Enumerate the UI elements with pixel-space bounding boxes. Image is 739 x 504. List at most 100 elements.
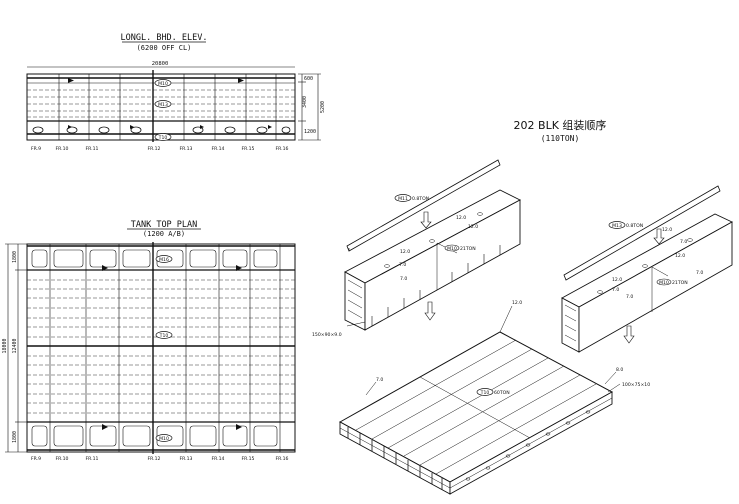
right-unit-weight: 0.8TON [626, 223, 643, 229]
svg-text:FR.9: FR.9 [31, 146, 41, 152]
svg-text:FR.16: FR.16 [276, 146, 289, 152]
plan-frame-lines [49, 244, 281, 452]
plan-outline [26, 243, 296, 453]
plan-dim-1800-top: 1800 [12, 251, 18, 263]
plan-dim-12400: 12400 [12, 338, 18, 353]
plan-frame-labels: FR.9 FR.10 FR.11 FR.12 FR.13 FR.14 FR.15… [31, 456, 289, 462]
elevation-title: LONGL. BHD. ELEV. [121, 33, 208, 43]
left-loose-girder [346, 159, 501, 252]
plan-bay-cutouts [31, 249, 278, 447]
bottom-panel-deck [338, 331, 614, 483]
plan-subtitle: (1200 A/B) [143, 230, 185, 238]
left-unit-weight2: 21TON [460, 246, 476, 252]
bottom-panel-weight: 60TON [494, 390, 510, 396]
elevation-dim-3400: 3400 [302, 96, 308, 108]
bottom-panel-holes [465, 410, 591, 481]
left-plate-4: 7.0 [399, 262, 406, 268]
svg-text:M10: M10 [659, 280, 669, 286]
svg-text:FR.14: FR.14 [212, 146, 225, 152]
right-plate-7: 7.0 [696, 270, 703, 276]
left-top-arrow [420, 211, 432, 229]
plan-dim-18000: 18000 [2, 338, 8, 353]
elevation-view: LONGL. BHD. ELEV. (6200 OFF CL) 20800 [26, 33, 326, 152]
left-plate-5: 7.0 [400, 276, 407, 282]
svg-text:FR.10: FR.10 [56, 146, 69, 152]
plan-tag-t10: T10 [155, 331, 173, 339]
plan-title: TANK TOP PLAN [131, 220, 198, 230]
plan-tag-m10: M10 [155, 434, 173, 442]
svg-text:T10: T10 [159, 333, 169, 339]
bottom-plate-b: 7.0 [376, 377, 383, 383]
left-unit-tag2: M10 21TON [444, 244, 476, 252]
svg-text:T10: T10 [158, 135, 168, 141]
right-iso-unit: M13 0.8TON 12.0 7.0 12.0 12.0 7.0 7.0 7.… [561, 185, 733, 353]
svg-text:FR.11: FR.11 [86, 146, 99, 152]
right-plate-6: 7.0 [626, 294, 633, 300]
elevation-dim-600: 600 [304, 76, 313, 82]
svg-text:FR.9: FR.9 [31, 456, 41, 462]
left-plate-1: 12.0 [456, 215, 466, 221]
elevation-tag-t10: T10 [154, 133, 172, 141]
elevation-tag-m10: M10 [154, 79, 172, 87]
elevation-length-dim: 20800 [152, 61, 169, 67]
svg-text:FR.15: FR.15 [242, 146, 255, 152]
right-box-side [578, 221, 733, 353]
svg-text:FR.12: FR.12 [148, 456, 161, 462]
left-profile-label: 150×90×9.0 [312, 332, 342, 338]
right-loose-girder [563, 185, 721, 281]
svg-text:FR.10: FR.10 [56, 456, 69, 462]
svg-text:FR.15: FR.15 [242, 456, 255, 462]
right-top-arrow [653, 228, 665, 245]
right-unit-tag2: M10 21TON [656, 278, 688, 286]
right-plate-2: 7.0 [680, 239, 687, 245]
left-box-stiffener-teeth [371, 245, 501, 326]
plan-arrows [102, 265, 242, 430]
right-plate-5: 7.0 [612, 287, 619, 293]
left-box-side [364, 199, 521, 331]
plan-tag-m16: M16 [155, 255, 173, 263]
elevation-frame-labels: FR.9 FR.10 FR.11 FR.12 FR.13 FR.14 FR.15… [31, 146, 289, 152]
plan-longitudinals [27, 279, 295, 414]
assembly-subtitle: (110TON) [541, 134, 580, 143]
left-iso-unit: M11 0.8TON [312, 159, 521, 338]
svg-text:M11: M11 [398, 196, 408, 202]
elevation-lightening-holes [32, 126, 291, 134]
right-plate-4: 12.0 [612, 277, 622, 283]
bottom-profile-label: 100×75×10 [622, 382, 650, 388]
bottom-panel-seams [355, 339, 597, 475]
elevation-tag-m13: M13 [154, 100, 172, 108]
right-box-end [561, 297, 580, 353]
svg-text:FR.11: FR.11 [86, 456, 99, 462]
assembly-title: 202 BLK 组装顺序 [514, 118, 607, 132]
left-plate-3: 12.0 [400, 249, 410, 255]
svg-text:FR.13: FR.13 [180, 146, 193, 152]
svg-text:T10: T10 [480, 390, 490, 396]
left-unit-weight: 0.8TON [412, 196, 429, 202]
left-plate-2: 12.0 [468, 224, 478, 230]
svg-text:M16: M16 [159, 257, 169, 263]
bottom-plate-a: 12.0 [512, 300, 522, 306]
elevation-frame-lines [58, 74, 277, 140]
svg-text:M13: M13 [158, 102, 168, 108]
right-unit-tag: M13 0.8TON [608, 221, 643, 229]
svg-text:FR.16: FR.16 [276, 456, 289, 462]
elevation-dim-1200: 1200 [304, 129, 316, 135]
plan-dim-1800-bottom: 1800 [12, 431, 18, 443]
svg-text:FR.14: FR.14 [212, 456, 225, 462]
bottom-plate-c: 8.0 [616, 367, 623, 373]
elevation-dim-5200: 5200 [320, 101, 326, 113]
svg-text:FR.13: FR.13 [180, 456, 193, 462]
left-unit-tag: M11 0.8TON [394, 194, 429, 202]
bottom-iso-panel: 12.0 7.0 8.0 100×75×10 T10 60TON [338, 300, 650, 495]
svg-text:M13: M13 [612, 223, 622, 229]
plan-view: TANK TOP PLAN (1200 A/B) [2, 220, 296, 462]
elevation-arrows [68, 78, 272, 129]
bottom-panel-tag: T10 60TON [476, 388, 510, 396]
right-bottom-arrow [623, 325, 635, 344]
svg-text:M10: M10 [159, 436, 169, 442]
elevation-subtitle: (6200 OFF CL) [137, 44, 192, 52]
svg-text:M10: M10 [447, 246, 457, 252]
svg-text:M10: M10 [158, 81, 168, 87]
bottom-panel-floors [347, 427, 443, 490]
